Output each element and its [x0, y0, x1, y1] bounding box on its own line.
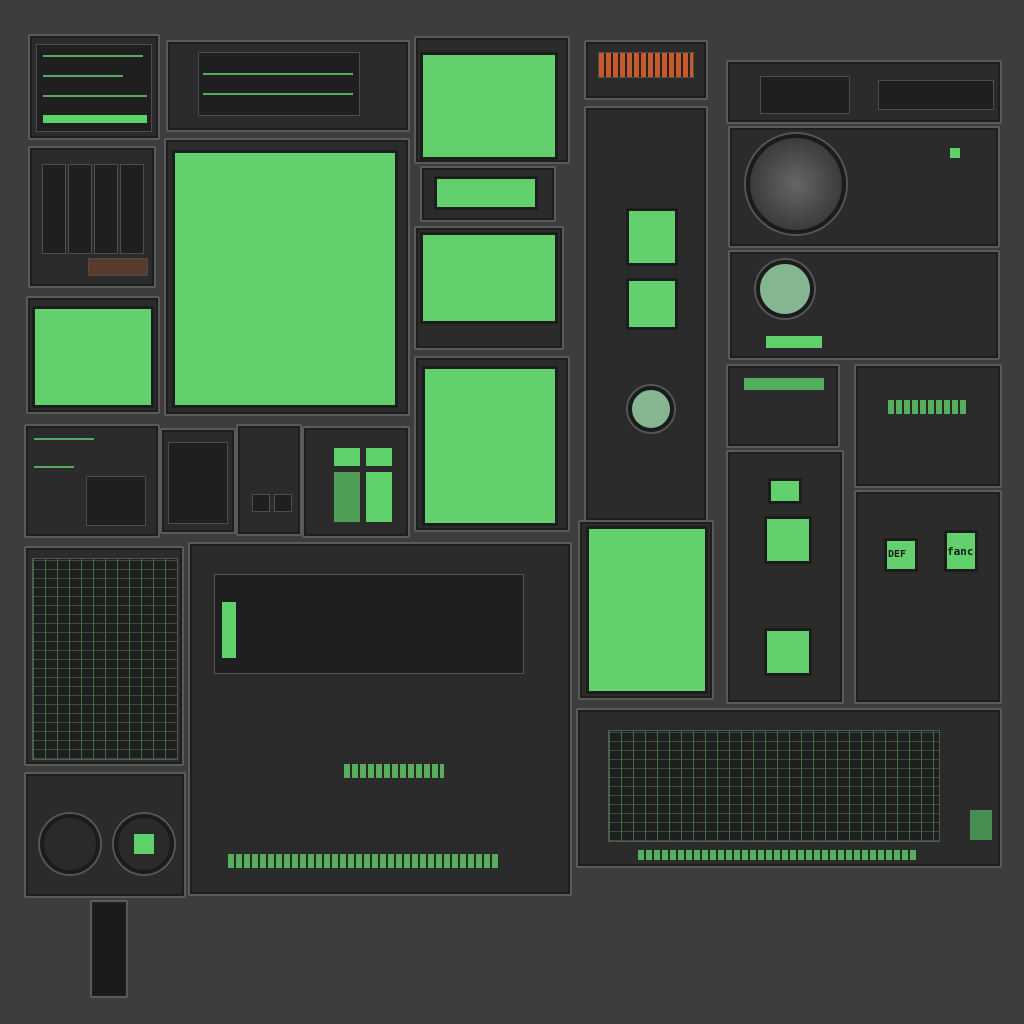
top-left-panel [28, 34, 160, 140]
status-line [43, 55, 143, 57]
waveform-trace [203, 93, 353, 95]
center-screen [420, 232, 558, 324]
keypad-panel [726, 450, 844, 704]
clock-panel [728, 126, 1000, 248]
central-key-strip[interactable] [228, 854, 500, 868]
rack-indicator [88, 258, 148, 276]
gauge-panel [728, 250, 1000, 360]
module-c-tile [366, 448, 392, 466]
central-level-strip [344, 764, 444, 778]
left-label-screen: DEF [884, 538, 918, 572]
top-right-panel [726, 60, 1002, 124]
oscilloscope-console [576, 708, 1002, 868]
rack-slot[interactable] [68, 164, 92, 254]
status-line [43, 95, 147, 97]
oscilloscope-grid [608, 730, 940, 842]
central-bus [214, 574, 524, 674]
labelled-screens-panel: DEF fanc [854, 490, 1002, 704]
spectrum-panel [24, 546, 184, 766]
central-control-board [188, 542, 572, 896]
rack-panel [28, 146, 156, 288]
led-readout-panel [584, 40, 708, 100]
module-c-tile [334, 472, 360, 522]
lower-center-monitor [414, 356, 570, 532]
connector-plug[interactable] [90, 900, 128, 998]
left-dial[interactable] [40, 814, 100, 874]
waveform-trace [203, 73, 353, 75]
tall-control-column [584, 106, 708, 522]
column-screen-1 [626, 208, 678, 266]
module-b-button[interactable] [274, 494, 292, 512]
top-center-screen [420, 52, 558, 160]
tape-panel [726, 364, 840, 448]
log-monitor [578, 520, 714, 700]
small-graph-panel [420, 166, 556, 222]
status-line [43, 75, 123, 77]
rack-slot[interactable] [120, 164, 144, 254]
dial-indicator [134, 834, 154, 854]
indicator-line [34, 466, 74, 468]
dial-panel [24, 772, 186, 898]
console-label-strip [638, 850, 918, 860]
column-gauge[interactable] [628, 386, 674, 432]
main-monitor [164, 138, 410, 416]
left-monitor [26, 296, 160, 414]
switch-row[interactable] [888, 400, 968, 414]
top-right-meter [878, 80, 994, 110]
right-dial[interactable] [114, 814, 174, 874]
rack-slot[interactable] [42, 164, 66, 254]
module-b [236, 424, 302, 536]
main-monitor-screen [172, 150, 398, 408]
log-screen [586, 526, 708, 694]
center-monitor [414, 226, 564, 350]
console-indicator [970, 810, 992, 840]
switch-bank [854, 364, 1002, 488]
led-readout [598, 52, 694, 78]
keypad-screen-3 [764, 628, 812, 676]
top-center-monitor [414, 36, 570, 164]
status-bar [43, 115, 147, 123]
module-a [160, 428, 236, 534]
right-screen-label: fanc [947, 545, 974, 558]
spectrum-grid [32, 558, 178, 760]
waveform-panel [166, 40, 410, 132]
module-a-display [168, 442, 228, 524]
clock-gauge [746, 134, 846, 234]
gauge-led-row [766, 336, 822, 348]
round-gauge[interactable] [756, 260, 814, 318]
module-c-tile [334, 448, 360, 466]
indicator-line [34, 438, 94, 440]
central-indicator [222, 602, 236, 658]
left-control-panel [24, 424, 160, 538]
switch-block[interactable] [86, 476, 146, 526]
left-screen-label: DEF [888, 549, 907, 560]
waveform-display [198, 52, 360, 116]
module-b-button[interactable] [252, 494, 270, 512]
left-monitor-screen [32, 306, 154, 408]
keypad-screen-1 [768, 478, 802, 504]
small-graph-screen [434, 176, 538, 210]
lower-center-screen [422, 366, 558, 526]
right-label-screen: fanc [944, 530, 978, 572]
tape-indicator [744, 378, 824, 390]
rack-slot[interactable] [94, 164, 118, 254]
module-c [302, 426, 410, 538]
module-c-tile [366, 472, 392, 522]
status-display [36, 44, 152, 132]
clock-indicator [950, 148, 960, 158]
column-screen-2 [626, 278, 678, 330]
top-right-display [760, 76, 850, 114]
keypad-screen-2 [764, 516, 812, 564]
